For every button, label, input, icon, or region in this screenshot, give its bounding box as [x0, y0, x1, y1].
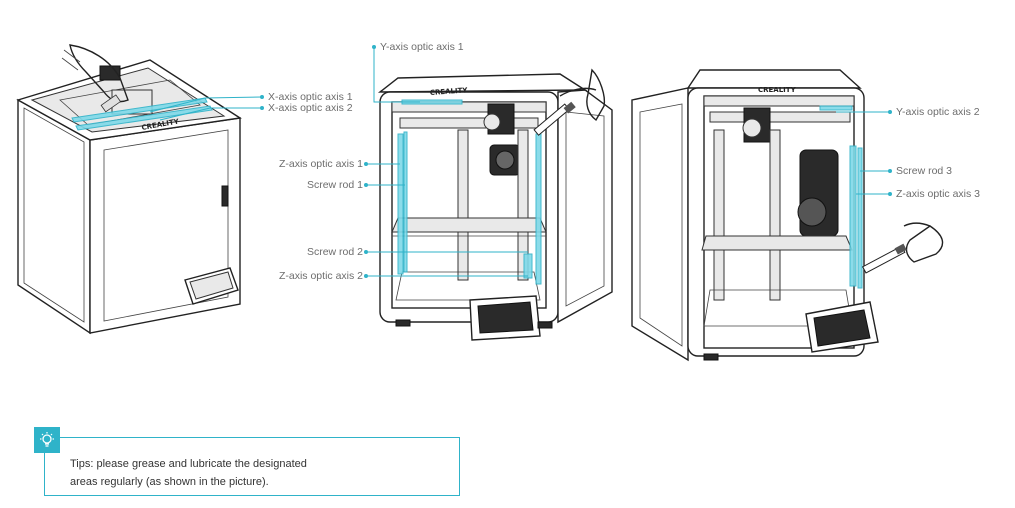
- label-screw-rod-2: Screw rod 2: [306, 246, 363, 258]
- lightbulb-icon: [34, 427, 60, 453]
- label-x-axis-optic-1: X-axis optic axis 1: [268, 91, 353, 103]
- printer-top-view: CREALITY: [16, 44, 242, 335]
- tips-line-1: Tips: please grease and lubricate the de…: [70, 458, 307, 470]
- label-screw-rod-3: Screw rod 3: [896, 165, 953, 177]
- label-z-axis-optic-1: Z-axis optic axis 1: [278, 158, 363, 170]
- brand-logo: CREALITY: [758, 86, 797, 94]
- label-z-axis-optic-2: Z-axis optic axis 2: [278, 270, 363, 282]
- tips-box: [44, 437, 460, 496]
- label-y-axis-optic-2: Y-axis optic axis 2: [896, 106, 980, 118]
- printer-front-view: CREALITY: [377, 68, 613, 341]
- label-z-axis-optic-3: Z-axis optic axis 3: [896, 188, 981, 200]
- label-y-axis-optic-1: Y-axis optic axis 1: [380, 41, 464, 53]
- tips-line-2: areas regularly (as shown in the picture…: [70, 476, 269, 488]
- brand-logo: CREALITY: [430, 86, 469, 97]
- printer-angled-view: CREALITY: [631, 69, 944, 362]
- tips-text: Tips: please grease and lubricate the de…: [70, 455, 450, 491]
- label-x-axis-optic-2: X-axis optic axis 2: [268, 102, 353, 114]
- label-screw-rod-1: Screw rod 1: [306, 179, 363, 191]
- callout-lines: [149, 45, 892, 278]
